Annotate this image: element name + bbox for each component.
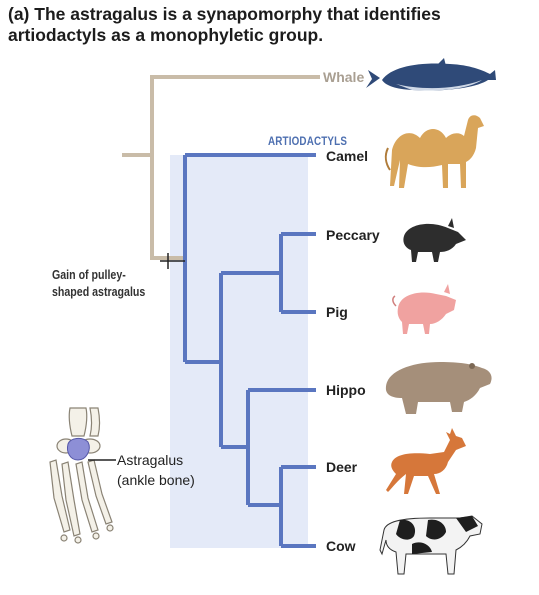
taxon-label-whale: Whale [323, 69, 365, 85]
whale-icon [366, 58, 496, 91]
taxon-label-cow: Cow [326, 538, 356, 554]
artiodactyl-clade-shade [170, 155, 308, 548]
hippo-icon [385, 362, 492, 414]
outgroup-branches [122, 75, 320, 260]
peccary-icon [403, 218, 466, 262]
astragalus-label-line-2: (ankle bone) [117, 472, 195, 488]
annotation-line-1: Gain of pulley- [52, 268, 126, 282]
taxon-label-hippo: Hippo [326, 382, 366, 398]
astragalus-highlight [67, 437, 90, 461]
astragalus-label-line-1: Astragalus [117, 452, 184, 468]
taxon-label-deer: Deer [326, 459, 358, 475]
figure-title: (a) The astragalus is a synapomorphy tha… [8, 4, 533, 46]
taxon-label-camel: Camel [326, 148, 369, 164]
taxon-label-pig: Pig [326, 304, 348, 320]
title-line-2: artiodactyls as a monophyletic group. [8, 25, 324, 45]
clade-label: ARTIODACTYLS [268, 134, 348, 148]
synapomorphy-annotation: Gain of pulley- shaped astragalus [52, 267, 145, 301]
taxon-label-peccary: Peccary [326, 227, 380, 243]
deer-icon [386, 428, 466, 494]
ankle-bone-icon [49, 407, 114, 544]
pig-icon [392, 284, 456, 334]
annotation-line-2: shaped astragalus [52, 285, 146, 299]
artiodactyl-branches [183, 153, 316, 548]
synapomorphy-marker [160, 253, 185, 269]
title-line-1: (a) The astragalus is a synapomorphy tha… [8, 4, 441, 24]
astragalus-label: Astragalus (ankle bone) [117, 450, 195, 490]
camel-icon [384, 115, 484, 188]
cow-icon [379, 515, 483, 575]
